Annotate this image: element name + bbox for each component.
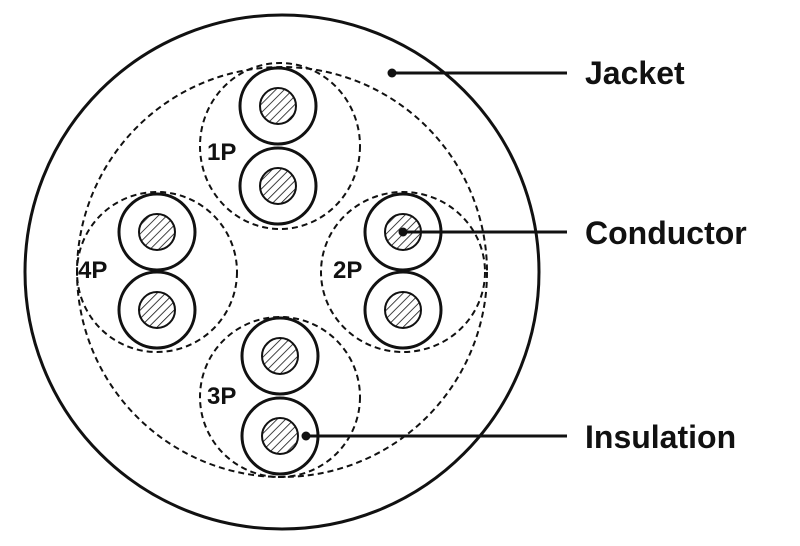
pair-1p-label: 1P xyxy=(207,139,236,166)
callout-jacket-label: Jacket xyxy=(585,55,685,91)
pair-2p-boundary xyxy=(320,191,486,353)
pair-1p-conductor-lower xyxy=(259,167,297,205)
callout-conductor-label: Conductor xyxy=(585,215,747,251)
pair-4p: 4P xyxy=(76,191,238,353)
pair-1p-boundary xyxy=(199,62,361,230)
pair-2p-label: 2P xyxy=(333,257,362,284)
pair-2p: 2P xyxy=(320,191,486,353)
pair-3p-label: 3P xyxy=(207,383,236,410)
pair-3p: 3P xyxy=(199,316,361,478)
pair-1p-conductor-upper xyxy=(259,87,297,125)
callout-insulation-label: Insulation xyxy=(585,419,736,455)
pair-4p-label: 4P xyxy=(78,257,107,284)
jacket-circle xyxy=(23,13,541,531)
pair-1p: 1P xyxy=(199,62,361,230)
pair-4p-conductor-upper xyxy=(138,213,176,251)
pair-3p-conductor-upper xyxy=(261,337,299,375)
callout-insulation: Insulation xyxy=(301,419,736,455)
pair-3p-conductor-lower xyxy=(261,417,299,455)
pair-3p-boundary xyxy=(199,316,361,478)
pair-4p-boundary xyxy=(76,191,238,353)
callout-jacket: Jacket xyxy=(387,55,685,91)
pair-4p-conductor-lower xyxy=(138,291,176,329)
pair-2p-conductor-lower xyxy=(384,291,422,329)
callout-conductor: Conductor xyxy=(398,215,747,251)
